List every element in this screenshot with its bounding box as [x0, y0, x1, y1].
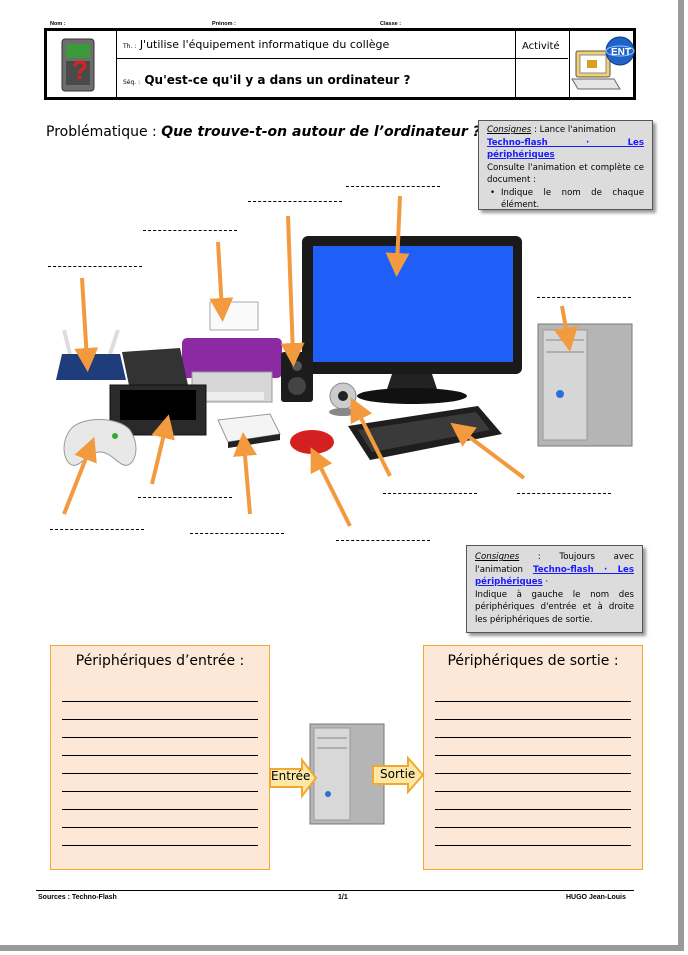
input-arrow-label: Entrée	[271, 769, 311, 783]
writing-line[interactable]	[62, 773, 258, 774]
answer-line[interactable]	[138, 497, 232, 498]
hard-drive-icon	[217, 413, 281, 448]
activity-divider	[515, 58, 568, 59]
answer-line[interactable]	[48, 266, 142, 267]
techno-flash-link[interactable]: Techno-flash · Les périphériques	[487, 137, 644, 161]
answer-line[interactable]	[383, 493, 477, 494]
answer-line[interactable]	[248, 201, 342, 202]
writing-line[interactable]	[62, 845, 258, 846]
tower-icon	[537, 323, 633, 447]
problematique-question: Que trouve-t-on autour de l’ordinateur ?	[161, 124, 481, 140]
nom-field-label: Nom :	[50, 21, 66, 27]
output-flow-arrow	[372, 755, 425, 795]
webcam-icon	[329, 382, 357, 416]
note1-instruction: Consulte l'animation et complète ce docu…	[487, 162, 644, 186]
activity-label: Activité	[522, 41, 560, 52]
input-devices-box: Périphériques d’entrée :	[50, 645, 270, 870]
center-tower-diagram	[269, 723, 425, 825]
writing-line[interactable]	[435, 791, 631, 792]
answer-line[interactable]	[336, 540, 430, 541]
footer-sources: Sources : Techno-Flash	[38, 894, 117, 901]
router-icon	[56, 329, 126, 380]
note1-bullet: •Indique le nom de chaque élément.	[490, 187, 644, 211]
answer-line[interactable]	[537, 297, 631, 298]
computer-question-icon: ?	[61, 38, 95, 92]
header-divider	[116, 58, 515, 59]
writing-line[interactable]	[62, 827, 258, 828]
writing-line[interactable]	[435, 827, 631, 828]
classe-field-label: Classe :	[380, 21, 402, 27]
ent-laptop-logo: ENT	[571, 36, 635, 90]
theme-title: Th. : J'utilise l'équipement informatiqu…	[123, 38, 390, 51]
pointer-arrows	[62, 195, 578, 527]
writing-line[interactable]	[62, 719, 258, 720]
svg-text:ENT: ENT	[611, 47, 631, 58]
keyboard-icon	[348, 406, 502, 460]
writing-line[interactable]	[435, 701, 631, 702]
answer-line[interactable]	[143, 230, 237, 231]
writing-line[interactable]	[435, 773, 631, 774]
writing-line[interactable]	[62, 755, 258, 756]
answer-line[interactable]	[346, 186, 440, 187]
writing-line[interactable]	[62, 809, 258, 810]
writing-line[interactable]	[435, 755, 631, 756]
sequence-title: Séq. : Qu'est-ce qu'il y a dans un ordin…	[123, 73, 411, 87]
speaker-icon	[281, 352, 313, 402]
gamepad-icon	[63, 419, 137, 466]
devices-illustration	[56, 195, 633, 527]
consignes-note-1: Consignes : Lance l'animation Techno-fla…	[478, 120, 653, 210]
activity-cell	[515, 31, 570, 97]
problematique: Problématique : Que trouve-t-on autour d…	[46, 124, 481, 140]
writing-line[interactable]	[435, 737, 631, 738]
footer-page: 1/1	[338, 894, 348, 901]
central-tower-icon	[309, 723, 385, 825]
answer-line[interactable]	[190, 533, 284, 534]
techno-flash-link-2[interactable]: Techno-flash · Les périphériques	[475, 564, 634, 588]
answer-line[interactable]	[517, 493, 611, 494]
computer-question-icon-cell: ?	[47, 31, 117, 97]
answer-line[interactable]	[50, 529, 144, 530]
input-flow-arrow	[269, 757, 318, 799]
header-table: ? Th. : J'utilise l'équipement informati…	[44, 28, 636, 100]
footer-rule	[36, 890, 634, 891]
writing-line[interactable]	[62, 791, 258, 792]
writing-line[interactable]	[435, 845, 631, 846]
consignes-title: Consignes	[487, 125, 532, 135]
note2-instruction: Indique à gauche le nom des périphérique…	[475, 589, 634, 625]
svg-text:?: ?	[72, 55, 88, 85]
mouse-icon	[290, 430, 334, 454]
output-devices-title: Périphériques de sortie :	[447, 653, 619, 669]
output-devices-box: Périphériques de sortie :	[423, 645, 643, 870]
writing-line[interactable]	[435, 809, 631, 810]
consignes-note-2: Consignes : Toujours avec l'animation Te…	[466, 545, 643, 633]
consignes-title-2: Consignes	[475, 552, 520, 562]
output-arrow-label: Sortie	[380, 767, 416, 781]
prenom-field-label: Prénom :	[212, 21, 236, 27]
writing-line[interactable]	[62, 701, 258, 702]
writing-line[interactable]	[435, 719, 631, 720]
monitor-icon	[302, 236, 522, 404]
input-devices-title: Périphériques d’entrée :	[75, 653, 245, 669]
writing-line[interactable]	[62, 737, 258, 738]
scanner-icon	[109, 348, 207, 436]
footer-author: HUGO Jean-Louis	[566, 894, 626, 901]
